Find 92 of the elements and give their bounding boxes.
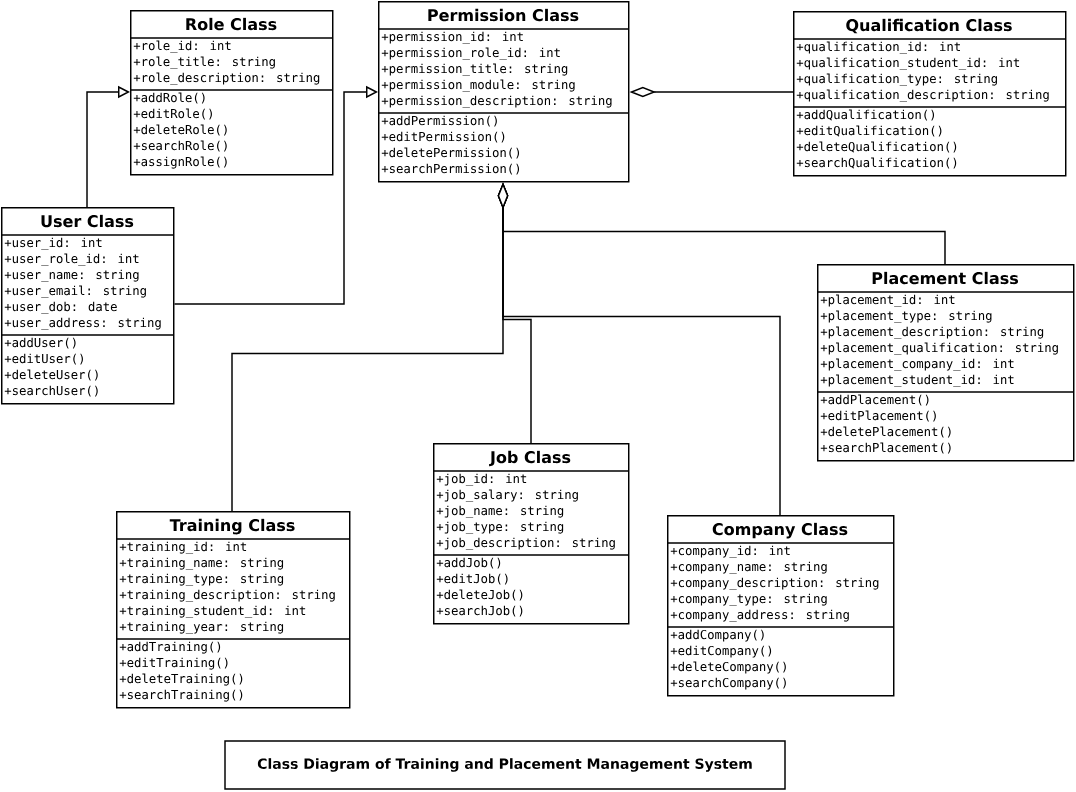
method-text: +addRole(): [133, 92, 205, 104]
attribute-text: +placement_student_id: int: [820, 374, 1014, 387]
class-name: Permission Class: [428, 8, 579, 22]
attribute-text: +job_type: string: [436, 521, 564, 534]
class-name: Job Class: [489, 450, 571, 467]
method-text: +editJob(): [436, 573, 508, 585]
method-text: +deleteUser(): [4, 369, 98, 381]
attribute-text: +company_address: string: [670, 609, 849, 622]
attribute-text: +training_description: string: [119, 589, 335, 602]
method-text: +deleteRole(): [133, 124, 227, 136]
class-name: Company Class: [712, 522, 848, 539]
class-box: [816, 264, 1075, 462]
method-text: +searchRole(): [133, 140, 227, 152]
attribute-text: +qualification_student_id: int: [796, 57, 1020, 70]
class-box: [666, 515, 895, 697]
method-text: +editQualification(): [796, 125, 942, 137]
method-text: +searchQualification(): [796, 157, 957, 169]
class-box: [377, 1, 630, 183]
attribute-text: +user_id: int: [4, 237, 102, 250]
method-text: +searchPermission(): [381, 163, 519, 175]
method-text: +deleteCompany(): [670, 661, 786, 674]
class-box: [129, 10, 334, 176]
class-box: [432, 443, 630, 625]
attribute-text: +job_id: int: [436, 473, 527, 486]
attribute-text: +placement_qualification: string: [820, 342, 1058, 355]
attribute-text: +company_name: string: [670, 561, 827, 574]
method-text: +editRole(): [133, 108, 212, 120]
attribute-text: +training_student_id: int: [119, 605, 306, 618]
attribute-text: +permission_role_id: int: [381, 47, 560, 60]
method-text: +editTraining(): [119, 657, 228, 670]
method-text: +deleteTraining(): [119, 673, 243, 686]
attribute-text: +permission_id: int: [381, 31, 523, 44]
method-text: +addPermission(): [381, 115, 497, 127]
title-box: Class Diagram of Training and Placement Management System: [224, 740, 786, 790]
class-name: User Class: [41, 214, 134, 228]
class-box: [792, 11, 1067, 177]
class-name: Role Class: [186, 17, 277, 31]
attribute-text: +placement_id: int: [820, 294, 955, 307]
method-text: +deletePermission(): [381, 147, 519, 159]
connector-line: [86, 85, 130, 208]
class-box: [115, 511, 351, 709]
attribute-text: +user_dob: date: [4, 301, 117, 314]
attribute-text: +permission_description: string: [381, 95, 612, 108]
method-text: +deleteQualification(): [796, 141, 957, 153]
attribute-text: +role_id: int: [133, 40, 231, 53]
method-text: +addCompany(): [670, 629, 764, 642]
method-text: +addUser(): [4, 337, 76, 349]
method-text: +searchPlacement(): [820, 442, 951, 454]
attribute-text: +training_name: string: [119, 557, 284, 570]
attribute-text: +training_id: int: [119, 541, 247, 554]
attribute-text: +role_description: string: [133, 72, 320, 85]
method-text: +editPlacement(): [820, 410, 936, 422]
class-box: [0, 207, 175, 405]
method-text: +searchCompany(): [670, 677, 786, 690]
class-name: Placement Class: [872, 271, 1018, 285]
attribute-text: +role_title: string: [133, 56, 275, 69]
method-text: +addJob(): [436, 557, 501, 569]
class-name: Training Class: [169, 518, 295, 535]
method-text: +editCompany(): [670, 645, 772, 658]
method-text: +editPermission(): [381, 131, 505, 143]
attribute-text: +training_year: string: [119, 621, 284, 634]
method-text: +addTraining(): [119, 641, 221, 654]
attribute-text: +qualification_description: string: [796, 89, 1049, 102]
connector-line: [173, 85, 378, 305]
attribute-text: +user_email: string: [4, 285, 146, 298]
method-text: +searchUser(): [4, 385, 98, 397]
attribute-text: +placement_type: string: [820, 310, 992, 323]
attribute-text: +job_name: string: [436, 505, 564, 518]
class-name: Qualification Class: [846, 18, 1012, 34]
method-text: +searchTraining(): [119, 689, 243, 702]
attribute-text: +job_salary: string: [436, 489, 578, 502]
method-text: +addQualification(): [796, 109, 934, 121]
method-text: +deletePlacement(): [820, 426, 951, 438]
method-text: +addPlacement(): [820, 394, 929, 406]
attribute-text: +company_description: string: [670, 577, 879, 590]
attribute-text: +placement_description: string: [820, 326, 1044, 339]
method-text: +editUser(): [4, 353, 83, 365]
attribute-text: +qualification_id: int: [796, 41, 960, 54]
method-text: +assignRole(): [133, 156, 227, 169]
attribute-text: +training_type: string: [119, 573, 284, 586]
attribute-text: +placement_company_id: int: [820, 358, 1014, 371]
attribute-text: +permission_module: string: [381, 79, 575, 92]
attribute-text: +user_address: string: [4, 317, 161, 330]
attribute-text: +company_type: string: [670, 593, 827, 606]
attribute-text: +qualification_type: string: [796, 73, 997, 86]
attribute-text: +user_role_id: int: [4, 253, 139, 266]
method-text: +deleteJob(): [436, 589, 523, 601]
attribute-text: +job_description: string: [436, 537, 615, 550]
attribute-text: +company_id: int: [670, 545, 790, 558]
method-text: +searchJob(): [436, 605, 523, 617]
attribute-text: +user_name: string: [4, 269, 139, 282]
attribute-text: +permission_title: string: [381, 63, 568, 76]
